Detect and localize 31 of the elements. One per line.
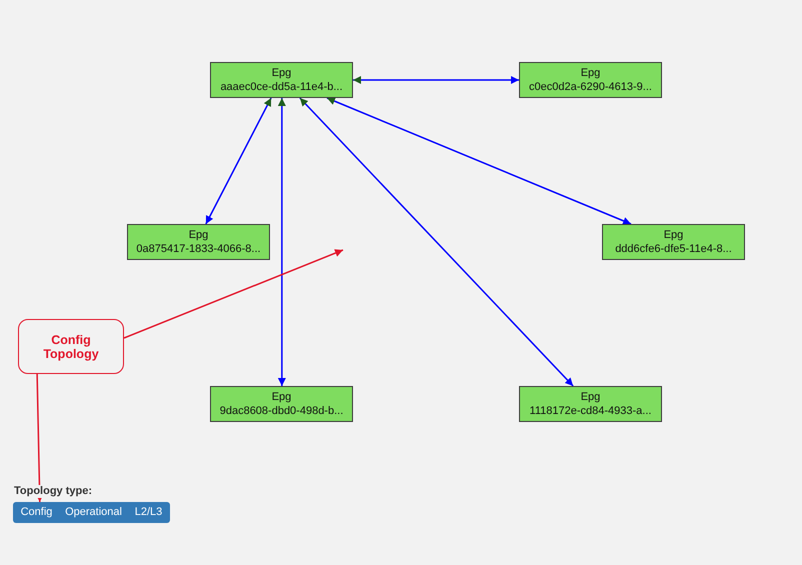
node-title: Epg — [188, 228, 208, 242]
double-headed-arrow — [278, 98, 286, 386]
segment-button: Config — [13, 502, 60, 523]
node-id-text: aaaec0ce-dd5a-11e4-b... — [220, 80, 343, 94]
double-headed-arrow — [299, 97, 574, 387]
double-headed-arrow — [353, 76, 519, 84]
node-box — [602, 224, 745, 260]
node-id-text: 0a875417-1833-4066-8... — [136, 242, 261, 256]
node-title: Epg — [580, 66, 600, 80]
node-box — [519, 62, 662, 98]
arrow — [124, 249, 344, 339]
node-box — [519, 386, 662, 422]
field-label: Topology type: — [14, 485, 92, 498]
node-box — [210, 62, 353, 98]
node-id-text: ddd6cfe6-dfe5-11e4-8... — [615, 242, 732, 256]
node-box — [127, 224, 270, 260]
segment-button: L2/L3 — [127, 502, 170, 523]
node-title: Epg — [272, 66, 292, 80]
double-headed-arrow — [205, 98, 272, 224]
segment-button: Operational — [60, 502, 127, 523]
node-title: Epg — [580, 390, 600, 404]
node-title: Epg — [272, 390, 292, 404]
double-headed-arrow — [326, 97, 632, 225]
node-id-text: 9dac8608-dbd0-498d-b... — [220, 404, 344, 418]
node-id-text: 1118172e-cd84-4933-a... — [530, 404, 652, 418]
node-box — [210, 386, 353, 422]
arrow — [36, 374, 44, 502]
callout-text: Config Topology — [42, 332, 100, 360]
node-id-text: c0ec0d2a-6290-4613-9... — [529, 80, 652, 94]
node-title: Epg — [664, 228, 684, 242]
callout-box — [18, 319, 124, 374]
